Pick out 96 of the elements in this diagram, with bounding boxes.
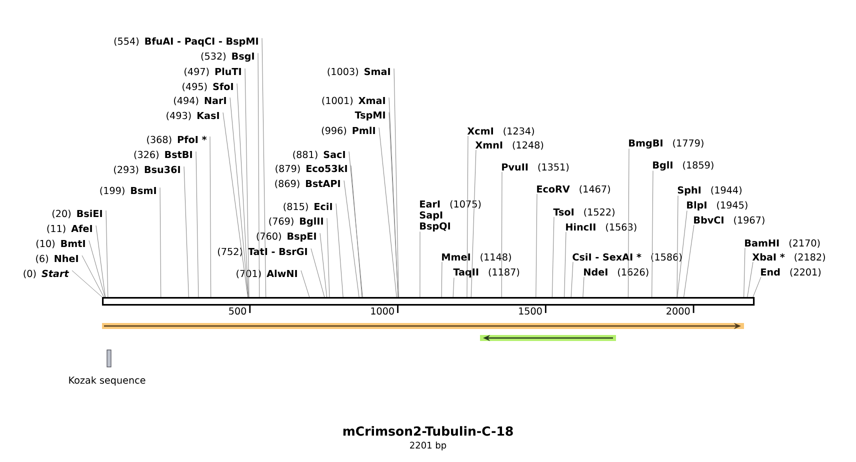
leader-line: [501, 172, 502, 298]
enzyme-label: BbvCI (1967): [694, 216, 764, 225]
enzyme-label: (368) PfoI *: [147, 136, 207, 144]
enzyme-label: BglI (1859): [653, 161, 714, 171]
leader-line: [184, 166, 189, 298]
enzyme-label: (869) BstAPI: [275, 180, 340, 188]
leader-line: [564, 232, 566, 298]
leader-line: [244, 68, 250, 298]
leader-line: [262, 38, 266, 298]
enzyme-label: TaqII (1187): [453, 268, 520, 278]
enzyme-label: (0) Start: [24, 270, 70, 278]
leader-line: [210, 136, 212, 298]
title: mCrimson2-Tubulin-C-18: [343, 426, 513, 436]
leader-line: [96, 225, 106, 298]
enzyme-label: EcoRV (1467): [537, 185, 610, 194]
leader-line: [684, 224, 694, 298]
leader-line: [230, 97, 248, 298]
leader-line: [652, 170, 654, 298]
leader-line: [628, 148, 630, 298]
leader-line: [82, 255, 104, 298]
sequence-bar: [102, 296, 755, 306]
enzyme-label: HincII (1563): [566, 223, 636, 232]
enzyme-label: XmnI (1248): [475, 141, 544, 150]
leader-line: [747, 262, 754, 298]
leader-line: [236, 83, 249, 298]
scale-tick: 500: [229, 304, 251, 315]
enzyme-label: PvuII (1351): [502, 163, 569, 172]
leader-line: [582, 276, 584, 298]
leader-line: [570, 262, 574, 298]
enzyme-label: End (2201): [761, 268, 821, 277]
enzyme-label: XbaI * (2182): [752, 253, 825, 262]
enzyme-label: (495) SfoI: [182, 82, 233, 92]
scale-tick: 1500: [519, 304, 546, 315]
leader-line: [441, 262, 442, 298]
leader-line: [160, 187, 162, 298]
enzyme-label: (11) AfeI: [47, 224, 92, 234]
enzyme-label: (494) NarI: [174, 96, 226, 106]
enzyme-label: MmeI (1148): [442, 253, 511, 262]
leader-line: [470, 150, 476, 298]
leader-line: [344, 180, 360, 298]
enzyme-label: (881) SacI: [293, 150, 345, 160]
leader-line: [452, 277, 454, 298]
leader-line: [350, 165, 362, 298]
enzyme-label: (996) PmlI: [322, 126, 375, 136]
enzyme-label: (1001) XmaI: [322, 96, 385, 106]
leader-line: [378, 127, 397, 298]
enzyme-label: SphI (1944): [678, 186, 742, 196]
enzyme-label: BmgBI (1779): [629, 139, 704, 149]
enzyme-label: XcmI (1234): [467, 127, 534, 136]
leader-line: [677, 210, 688, 298]
leader-line: [394, 68, 399, 298]
enzyme-label: (293) Bsu36I: [114, 166, 180, 174]
enzyme-label: (326) BstBI: [134, 150, 192, 160]
leader-line: [348, 151, 363, 298]
enzyme-label: (497) PluTI: [184, 68, 241, 76]
leader-line: [72, 270, 102, 298]
enzyme-label: (701) AlwNI: [236, 270, 297, 278]
enzyme-label: (769) BglII: [269, 217, 323, 227]
enzyme-label: CsiI - SexAI * (1586): [572, 253, 682, 262]
enzyme-label: (6) NheI: [36, 254, 78, 264]
leader-line: [676, 195, 678, 298]
enzyme-label: EarI (1075) SapI BspQI: [420, 200, 481, 232]
leader-line: [320, 232, 328, 298]
enzyme-label: (1003) SmaI: [328, 68, 390, 76]
enzyme-label: (752) TatI - BsrGI: [218, 248, 307, 256]
leader-line: [752, 276, 762, 298]
enzyme-label: (554) BfuAI - PaqCI - BspMI: [114, 37, 258, 47]
leader-line: [258, 52, 260, 298]
leader-line: [466, 136, 468, 298]
enzyme-label: (20) BsiEI: [52, 210, 102, 218]
enzyme-label: (760) BspEI: [256, 232, 316, 242]
leader-line: [300, 270, 310, 298]
enzyme-label: BlpI (1945): [687, 201, 748, 210]
enzyme-label: (199) BsmI: [100, 186, 156, 196]
leader-line: [536, 194, 538, 298]
scale-tick: 1000: [371, 304, 398, 315]
leader-line: [196, 151, 199, 298]
scale-tick: 2000: [666, 304, 694, 315]
leader-line: [222, 112, 248, 298]
enzyme-label: (493) KasI: [166, 112, 219, 120]
enzyme-label: BamHI (2170): [745, 239, 820, 248]
enzyme-label: TsoI (1522): [553, 208, 614, 217]
leader-line: [744, 248, 746, 298]
leader-line: [552, 216, 554, 298]
enzyme-label: (10) BmtI: [36, 240, 85, 248]
enzyme-label: TspMI: [354, 112, 385, 120]
caption: 2201 bp: [410, 442, 446, 450]
leader-line: [326, 218, 330, 298]
leader-line: [336, 203, 344, 298]
leader-line: [88, 240, 106, 298]
enzyme-label: (879) Eco53kI: [276, 164, 347, 174]
enzyme-label: (815) EciI: [284, 202, 332, 212]
leader-line: [310, 248, 325, 298]
enzyme-label: (532) BsgI: [201, 52, 254, 62]
leader-line: [106, 210, 108, 298]
enzyme-label: NdeI (1626): [584, 268, 648, 277]
